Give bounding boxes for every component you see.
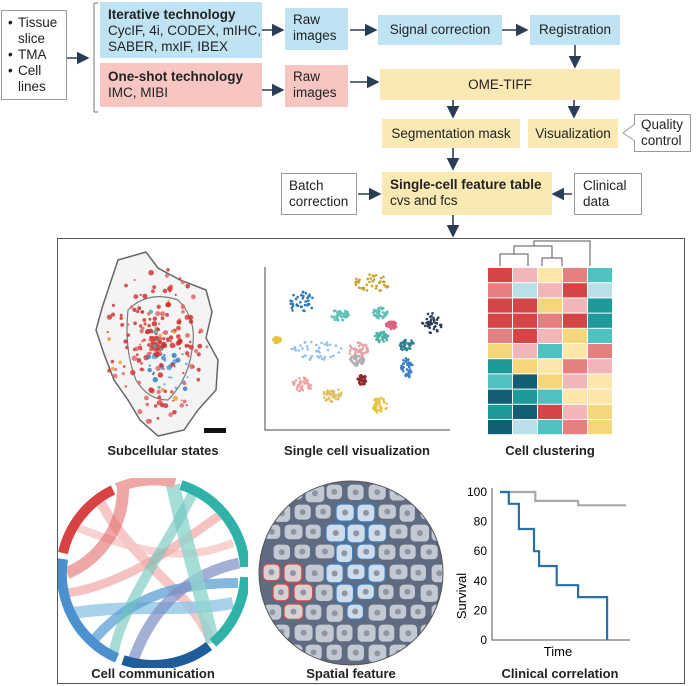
caption-subcellular-states: Subcellular states	[107, 443, 219, 458]
ome-tiff-box: OME-TIFF	[380, 69, 620, 100]
spatial-feature-cell-mosaic	[258, 480, 444, 666]
iterative-title: Iterative technology	[108, 7, 236, 22]
subcellular-states-tissue-image	[95, 251, 226, 437]
caption-cell-clustering: Cell clustering	[505, 443, 595, 458]
input-item: •TMA	[8, 47, 47, 62]
visualization-box: Visualization	[528, 119, 618, 148]
segmentation-mask-box: Segmentation mask	[382, 119, 520, 148]
y-tick-label: 80	[474, 515, 488, 529]
analysis-panel-frame	[57, 238, 685, 684]
one-shot-technology-box: One-shot technology IMC, MIBI	[100, 63, 262, 107]
iterative-methods-2: SABER, mxIF, IBEX	[108, 39, 229, 54]
sample-inputs-box: •Tissue slice •TMA •Cell lines	[1, 10, 67, 100]
y-tick-label: 40	[474, 574, 488, 588]
survival-chart: Survival 100 80 60 40 20 0 Time	[454, 485, 630, 659]
caption-clinical-correlation: Clinical correlation	[501, 666, 619, 681]
callout-pointer	[622, 124, 636, 142]
caption-spatial-feature: Spatial feature	[306, 666, 396, 681]
y-tick-label: 20	[474, 603, 488, 617]
caption-cell-communication: Cell communication	[91, 666, 215, 681]
registration-box: Registration	[530, 15, 620, 45]
survival-curve	[500, 490, 609, 640]
single-cell-feature-table-box: Single-cell feature table cvs and fcs	[382, 172, 552, 215]
oneshot-methods: IMC, MIBI	[108, 85, 168, 100]
cell-communication-chord-diagram	[58, 478, 248, 668]
iterative-technology-box: Iterative technology CycIF, 4i, CODEX, m…	[100, 2, 262, 58]
survival-axis-label: Survival	[454, 573, 469, 619]
oneshot-title: One-shot technology	[108, 69, 243, 84]
signal-correction-box: Signal correction	[378, 15, 502, 45]
single-cell-visualization-plot	[264, 267, 450, 431]
y-tick-label: 0	[480, 633, 487, 647]
caption-single-cell-visualization: Single cell visualization	[284, 443, 430, 458]
y-tick-label: 60	[474, 544, 488, 558]
input-item: •Cell lines	[8, 63, 46, 94]
survival-curve	[500, 490, 626, 507]
iterative-methods-1: CycIF, 4i, CODEX, mIHC,	[108, 23, 262, 38]
cell-clustering-heatmap	[488, 240, 612, 435]
y-tick-label: 100	[467, 485, 487, 499]
input-item: •Tissue slice	[8, 15, 58, 46]
time-axis-label: Time	[544, 644, 572, 659]
